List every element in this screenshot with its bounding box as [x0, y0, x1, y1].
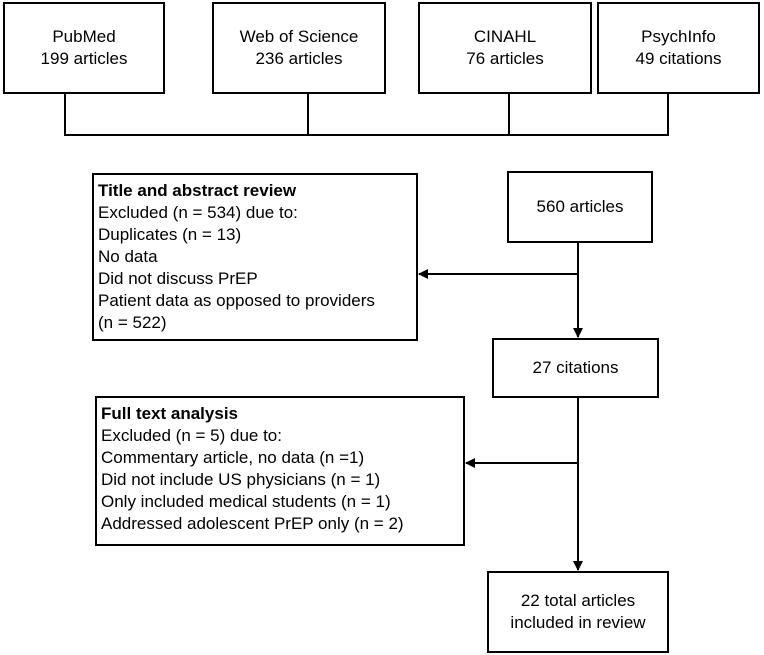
title-abstract-review-line: Excluded (n = 534) due to:: [98, 203, 298, 222]
source-name-cinahl: CINAHL: [473, 27, 537, 46]
source-count-pubmed: 199 articles: [40, 49, 128, 68]
source-box-psychinfo: PsychInfo 49 citations: [597, 2, 760, 94]
source-name-psychinfo: PsychInfo: [641, 27, 716, 46]
title-abstract-review-line: Patient data as opposed to providers: [98, 291, 375, 310]
full-text-analysis-box: Full text analysis Excluded (n = 5) due …: [95, 396, 465, 546]
source-name-web-of-science: Web of Science: [239, 27, 359, 46]
full-text-analysis-line: Commentary article, no data (n =1): [101, 448, 365, 467]
screened-citations-box: 27 citations: [492, 338, 659, 398]
source-count-cinahl: 76 articles: [466, 49, 544, 68]
source-box-pubmed: PubMed 199 articles: [3, 2, 165, 94]
final-included-line-2: included in review: [510, 613, 646, 632]
source-box-cinahl: CINAHL 76 articles: [418, 2, 592, 94]
combined-articles-box: 560 articles: [507, 171, 653, 243]
title-abstract-review-box: Title and abstract review Excluded (n = …: [92, 173, 418, 341]
full-text-analysis-line: Excluded (n = 5) due to:: [101, 426, 282, 445]
combined-articles-label: 560 articles: [536, 197, 624, 216]
screened-citations-label: 27 citations: [532, 358, 619, 377]
final-included-box: 22 total articles included in review: [487, 571, 669, 653]
title-abstract-review-heading: Title and abstract review: [98, 181, 297, 200]
title-abstract-review-line: Did not discuss PrEP: [98, 269, 258, 288]
title-abstract-review-line: No data: [98, 247, 158, 266]
title-abstract-review-line: (n = 522): [98, 313, 167, 332]
full-text-analysis-line: Only included medical students (n = 1): [101, 492, 391, 511]
final-included-line-1: 22 total articles: [520, 591, 636, 610]
title-abstract-review-line: Duplicates (n = 13): [98, 225, 242, 244]
source-count-psychinfo: 49 citations: [635, 49, 722, 68]
source-box-web-of-science: Web of Science 236 articles: [212, 2, 386, 94]
full-text-analysis-line: Did not include US physicians (n = 1): [101, 470, 381, 489]
full-text-analysis-line: Addressed adolescent PrEP only (n = 2): [101, 514, 404, 533]
source-name-pubmed: PubMed: [52, 27, 116, 46]
source-count-web-of-science: 236 articles: [255, 49, 343, 68]
full-text-analysis-heading: Full text analysis: [101, 404, 238, 423]
